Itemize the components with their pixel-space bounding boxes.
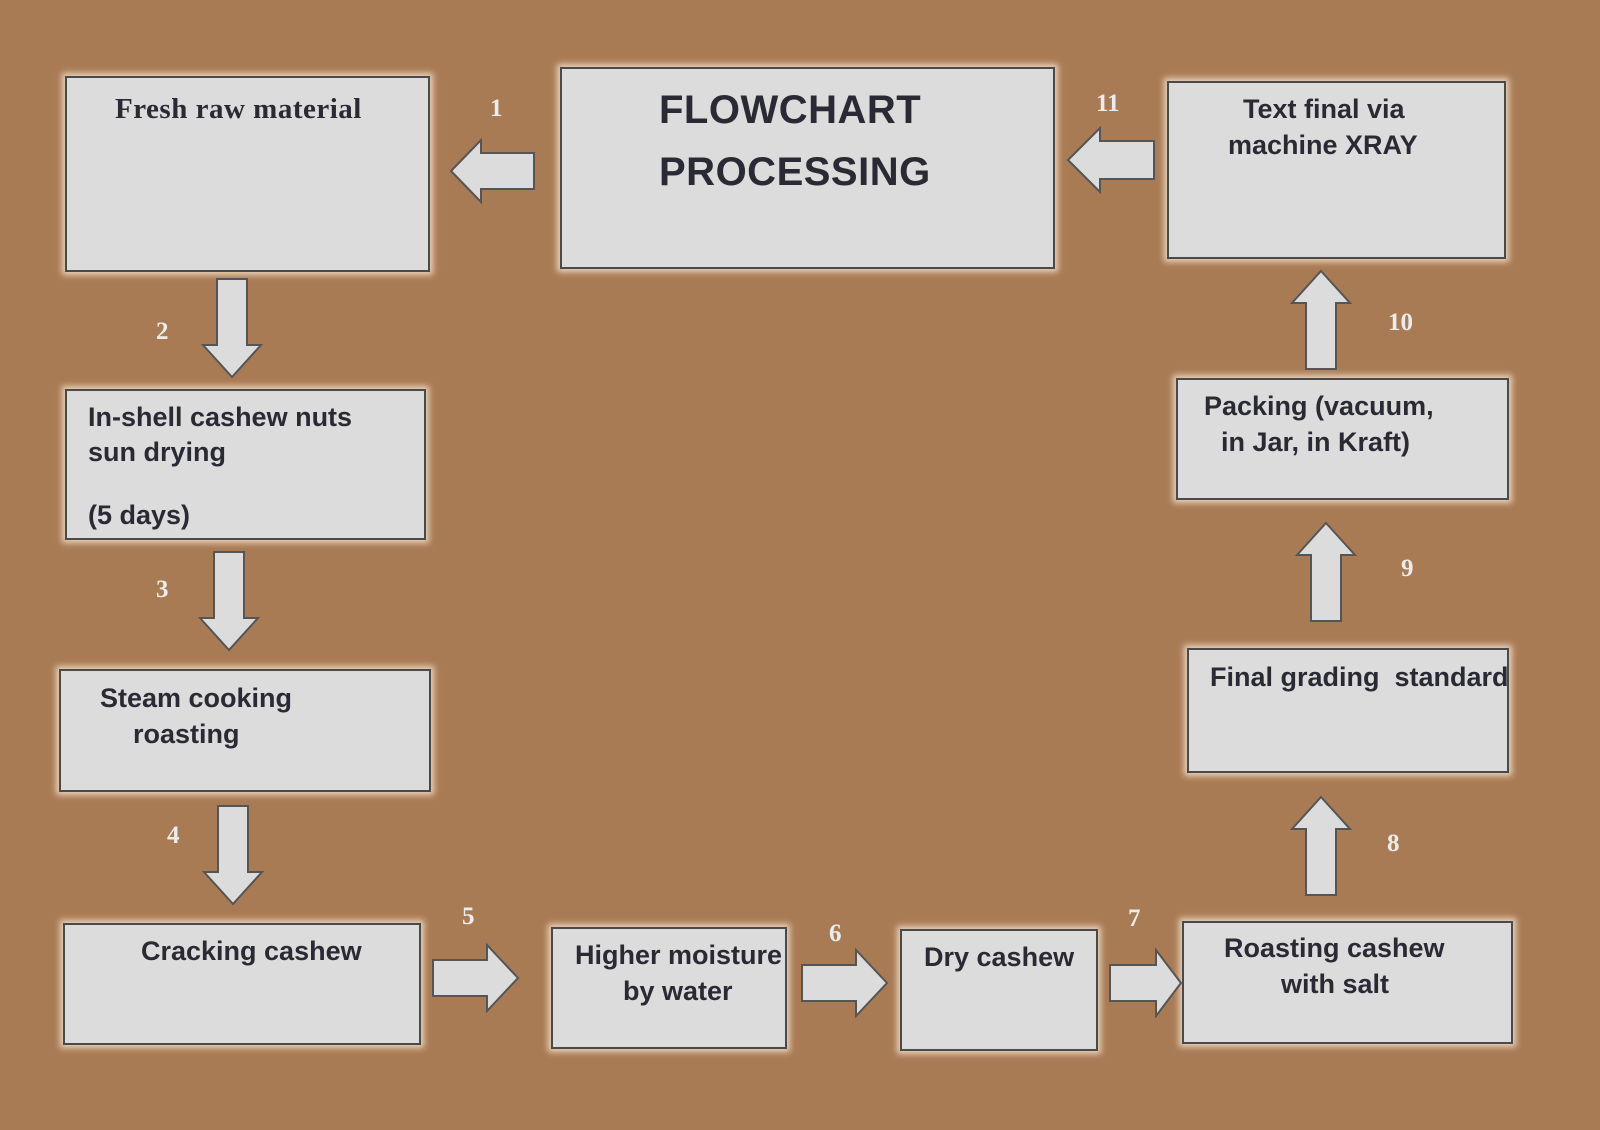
arrow-step-7-right [1109,948,1183,1018]
arrow-step-5-right [432,943,520,1013]
packing-label-line-2: in Jar, in Kraft) [1221,427,1411,457]
dry-cashew-box: Dry cashew [900,929,1098,1051]
steam-cooking-box: Steam cooking roasting [59,669,431,792]
higher-moisture-box: Higher moisture by water [551,927,787,1049]
roasting-salt-label-line-2: with salt [1281,969,1390,999]
arrow-step-4-down [202,805,265,906]
step-number-2: 2 [156,318,169,345]
step-number-3: 3 [156,576,169,603]
step-number-10: 10 [1388,309,1413,336]
packing-box: Packing (vacuum, in Jar, in Kraft) [1176,378,1509,500]
step-number-4: 4 [167,822,180,849]
arrow-step-11-left [1066,126,1155,194]
flowchart-title-box: FLOWCHART PROCESSING [560,67,1055,269]
step-number-9: 9 [1401,555,1414,582]
arrow-step-6-right [801,948,889,1018]
higher-moisture-label-line-2: by water [623,976,733,1006]
in-shell-sun-drying-box: In-shell cashew nuts sun drying (5 days) [65,389,426,540]
final-grading-label: Final grading standard [1210,662,1509,692]
step-number-11: 11 [1096,90,1120,117]
dry-cashew-label: Dry cashew [924,942,1075,972]
xray-label-line-2: machine XRAY [1228,130,1418,160]
arrow-step-8-up [1290,795,1353,896]
higher-moisture-label-line-1: Higher moisture [575,940,783,970]
arrow-step-10-up [1290,269,1353,370]
step-number-5: 5 [462,903,475,930]
in-shell-label-line-2: sun drying [88,437,227,467]
flowchart-title-line-1: FLOWCHART [659,88,922,132]
step-number-7: 7 [1128,905,1141,932]
xray-label-line-1: Text final via [1243,94,1405,124]
in-shell-label-line-3: (5 days) [88,500,191,530]
fresh-raw-material-box: Fresh raw material [65,76,430,272]
final-grading-box: Final grading standard [1187,648,1509,773]
arrow-step-9-up [1295,521,1358,622]
step-number-1: 1 [490,95,503,122]
steam-cooking-label-line-1: Steam cooking [100,683,293,713]
steam-cooking-label-line-2: roasting [133,719,240,749]
roasting-salt-label-line-1: Roasting cashew [1224,933,1445,963]
fresh-raw-material-label: Fresh raw material [115,93,362,125]
arrow-step-3-down [198,551,261,652]
xray-test-box: Text final via machine XRAY [1167,81,1506,259]
arrow-step-2-down [201,278,264,379]
roasting-cashew-salt-box: Roasting cashew with salt [1182,921,1513,1044]
in-shell-label-line-1: In-shell cashew nuts [88,402,353,432]
step-number-8: 8 [1387,830,1400,857]
cracking-cashew-label: Cracking cashew [141,936,362,966]
step-number-6: 6 [829,920,842,947]
arrow-step-1-left [449,138,535,204]
flowchart-title-line-2: PROCESSING [659,150,931,194]
cracking-cashew-box: Cracking cashew [63,923,421,1045]
packing-label-line-1: Packing (vacuum, [1204,391,1434,421]
